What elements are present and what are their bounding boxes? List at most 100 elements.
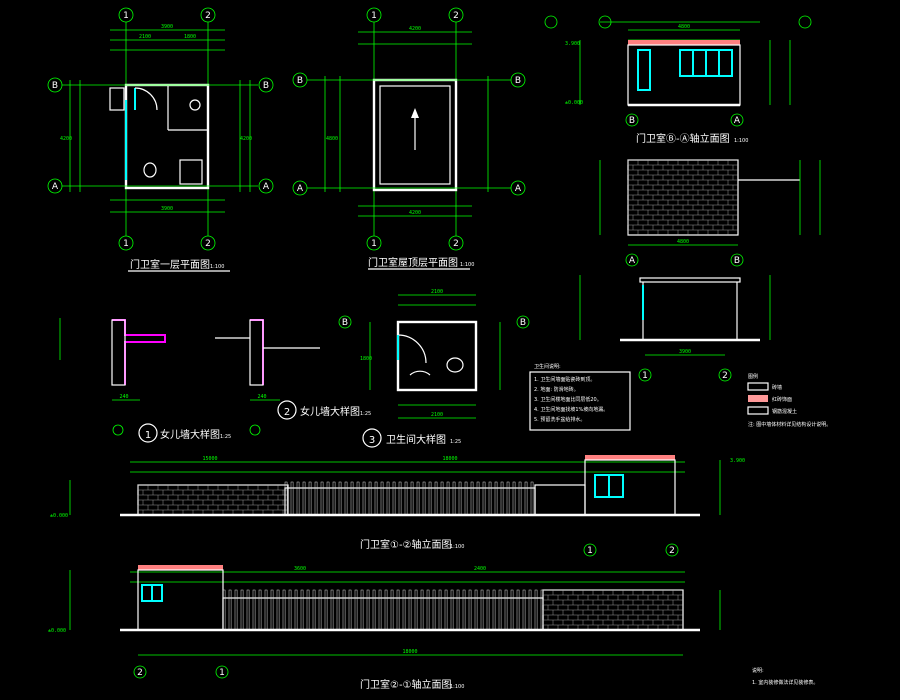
scale-elevation-2-1: 1:100: [450, 684, 464, 690]
elev21-dim-bottom: 18000: [402, 649, 417, 655]
elev21-level-zero: ±0.000: [48, 628, 66, 634]
legend-note: 注: 图中墙体材料详见结构设计说明。: [748, 421, 831, 428]
scale-elevation-b-a: 1:100: [734, 138, 748, 144]
elev-ba-dim-top: 4800: [678, 24, 690, 30]
axis-bubble-2-top: 2: [205, 11, 211, 21]
ground-floor-plan: 1 2 3900 2100 1800 B A B A: [47, 7, 274, 272]
legend-swatch-2: [748, 395, 768, 402]
dim-bottom-total: 3900: [161, 206, 173, 212]
elev-ba-level-top: 3.900: [565, 41, 580, 47]
elevation-2-1: 3600 2400 ±0.000 18000 2 1 门卫室②-①轴立面图 1:…: [48, 565, 721, 691]
toilet-dim-top: 2100: [431, 289, 443, 295]
notes-line-1: 1. 卫生间墙面贴瓷砖到顶。: [534, 376, 595, 383]
bottom-note-header: 说明:: [752, 667, 764, 674]
section-axis-2: 2: [722, 371, 728, 381]
section-dim: 3900: [679, 349, 691, 355]
dim-top-total: 3900: [161, 24, 173, 30]
parapet-dim-left: 240: [119, 394, 128, 400]
legend-item-1: 砖墙: [772, 384, 782, 391]
elevation-1-2: 15000 18000 ±0.000 3.900 1 2 门卫室①-②轴立面图 …: [50, 455, 745, 557]
bottom-note-line: 1. 室内装修做法详见装修表。: [752, 679, 818, 686]
parapet-detail-number-2: 2: [284, 407, 290, 418]
elev12-dim-2: 18000: [442, 456, 457, 462]
title-roof-plan: 门卫室屋顶层平面图: [368, 256, 458, 269]
elev-ba-axis-b: B: [629, 116, 635, 126]
roof-axis-a-left: A: [297, 184, 304, 194]
scale-parapet-detail: 1:25: [220, 434, 231, 440]
toilet-dim-bottom: 2100: [431, 412, 443, 418]
dim-top-right: 1800: [184, 34, 196, 40]
roof-axis-a-right: A: [515, 184, 522, 194]
roof-axis-b-right: B: [515, 76, 521, 86]
wall-elev-axis-a: A: [629, 256, 636, 266]
parapet-detail-number: 1: [145, 430, 151, 441]
legend-item-2: 红砖饰面: [772, 396, 792, 403]
elev21-axis-1: 1: [219, 668, 225, 678]
toilet-axis-b: B: [342, 318, 348, 328]
roof-dim-top: 4200: [409, 26, 421, 32]
toilet-dim-left: 1800: [360, 356, 372, 362]
axis-bubble-1-bottom: 1: [123, 239, 129, 249]
scale-elevation-1-2: 1:100: [450, 544, 464, 550]
toilet-detail-number: 3: [369, 435, 375, 446]
notes-line-2: 2. 地面: 防滑地砖。: [534, 386, 579, 393]
notes-line-3: 3. 卫生间楼地面比同层低20。: [534, 396, 602, 403]
elev12-axis-2: 2: [669, 546, 675, 556]
elev-ba-axis-a: A: [734, 116, 741, 126]
section-axis-1: 1: [642, 371, 648, 381]
title-toilet-detail: 卫生间大样图: [386, 433, 446, 446]
axis-bubble-b-left: B: [52, 81, 58, 91]
roof-axis-1-top: 1: [371, 11, 377, 21]
roof-axis-1-bottom: 1: [371, 239, 377, 249]
axis-bubble-b-right: B: [263, 81, 269, 91]
bottom-note: 说明: 1. 室内装修做法详见装修表。: [752, 667, 818, 686]
title-elevation-b-a: 门卫室Ⓑ-Ⓐ轴立面图: [636, 132, 730, 145]
parapet-details: 240 240 1 女儿墙大样图 1:25 2 女儿墙大样图 1:25: [59, 318, 371, 443]
title-elevation-2-1: 门卫室②-①轴立面图: [360, 678, 452, 691]
elev12-axis-1: 1: [587, 546, 593, 556]
elev21-axis-2: 2: [137, 668, 143, 678]
legend: 图例 砖墙 红砖饰面 钢筋混凝土 注: 图中墙体材料详见结构设计说明。: [747, 373, 831, 428]
legend-header: 图例: [748, 373, 758, 380]
axis-bubble-2-bottom: 2: [205, 239, 211, 249]
wall-elev-axis-b: B: [734, 256, 740, 266]
scale-toilet-detail: 1:25: [450, 439, 461, 445]
dim-top-left: 2100: [139, 34, 151, 40]
scale-roof-plan: 1:100: [460, 262, 474, 268]
title-ground-floor-plan: 门卫室一层平面图: [130, 258, 210, 271]
elev21-dim-2: 2400: [474, 566, 486, 572]
roof-dim-left: 4800: [326, 136, 338, 142]
toilet-axis-b-right: B: [520, 318, 526, 328]
title-parapet-detail: 女儿墙大样图: [160, 428, 220, 441]
section-view: 3900 1 2: [579, 275, 771, 382]
notes-header: 卫生间说明:: [534, 363, 561, 370]
legend-item-3: 钢筋混凝土: [772, 408, 797, 415]
parapet-dim-right: 240: [257, 394, 266, 400]
roof-axis-b-left: B: [297, 76, 303, 86]
legend-swatch-1: [747, 382, 769, 391]
elevation-b-a: 4800 3.900 ±0.000 B A 门卫室Ⓑ-Ⓐ轴立面图 1:100: [544, 15, 812, 145]
title-elevation-1-2: 门卫室①-②轴立面图: [360, 538, 452, 551]
elev-ba-level-zero: ±0.000: [565, 100, 583, 106]
axis-bubble-1-top: 1: [123, 11, 129, 21]
elev21-dim-1: 3600: [294, 566, 306, 572]
dim-right-total: 4200: [240, 136, 252, 142]
notes-line-5: 5. 预留洗手盆给排水。: [534, 416, 585, 423]
axis-bubble-a-right: A: [263, 182, 270, 192]
elev12-level-zero: ±0.000: [50, 513, 68, 519]
notes-line-4: 4. 卫生间地面找坡1%坡向地漏。: [534, 406, 608, 413]
roof-axis-2-top: 2: [453, 11, 459, 21]
wall-elevation-brick: 4800 A B: [599, 159, 821, 267]
roof-dim-bottom: 4200: [409, 210, 421, 216]
dim-left-total: 4200: [60, 136, 72, 142]
axis-bubble-a-left: A: [52, 182, 59, 192]
roof-axis-2-bottom: 2: [453, 239, 459, 249]
scale-parapet-detail-2: 1:25: [360, 411, 371, 417]
notes-box: 卫生间说明: 1. 卫生间墙面贴瓷砖到顶。 2. 地面: 防滑地砖。 3. 卫生…: [529, 363, 631, 431]
toilet-detail: B B 2100 2100 1800 3 卫生间大样图 1:25: [338, 289, 530, 448]
scale-ground-floor-plan: 1:100: [210, 264, 224, 270]
wall-elev-dim: 4800: [677, 239, 689, 245]
title-parapet-detail-2: 女儿墙大样图: [300, 405, 360, 418]
roof-plan: 1 2 4200 B A B A 4800 4200 1 2 门卫室屋顶层平面图…: [292, 7, 526, 270]
